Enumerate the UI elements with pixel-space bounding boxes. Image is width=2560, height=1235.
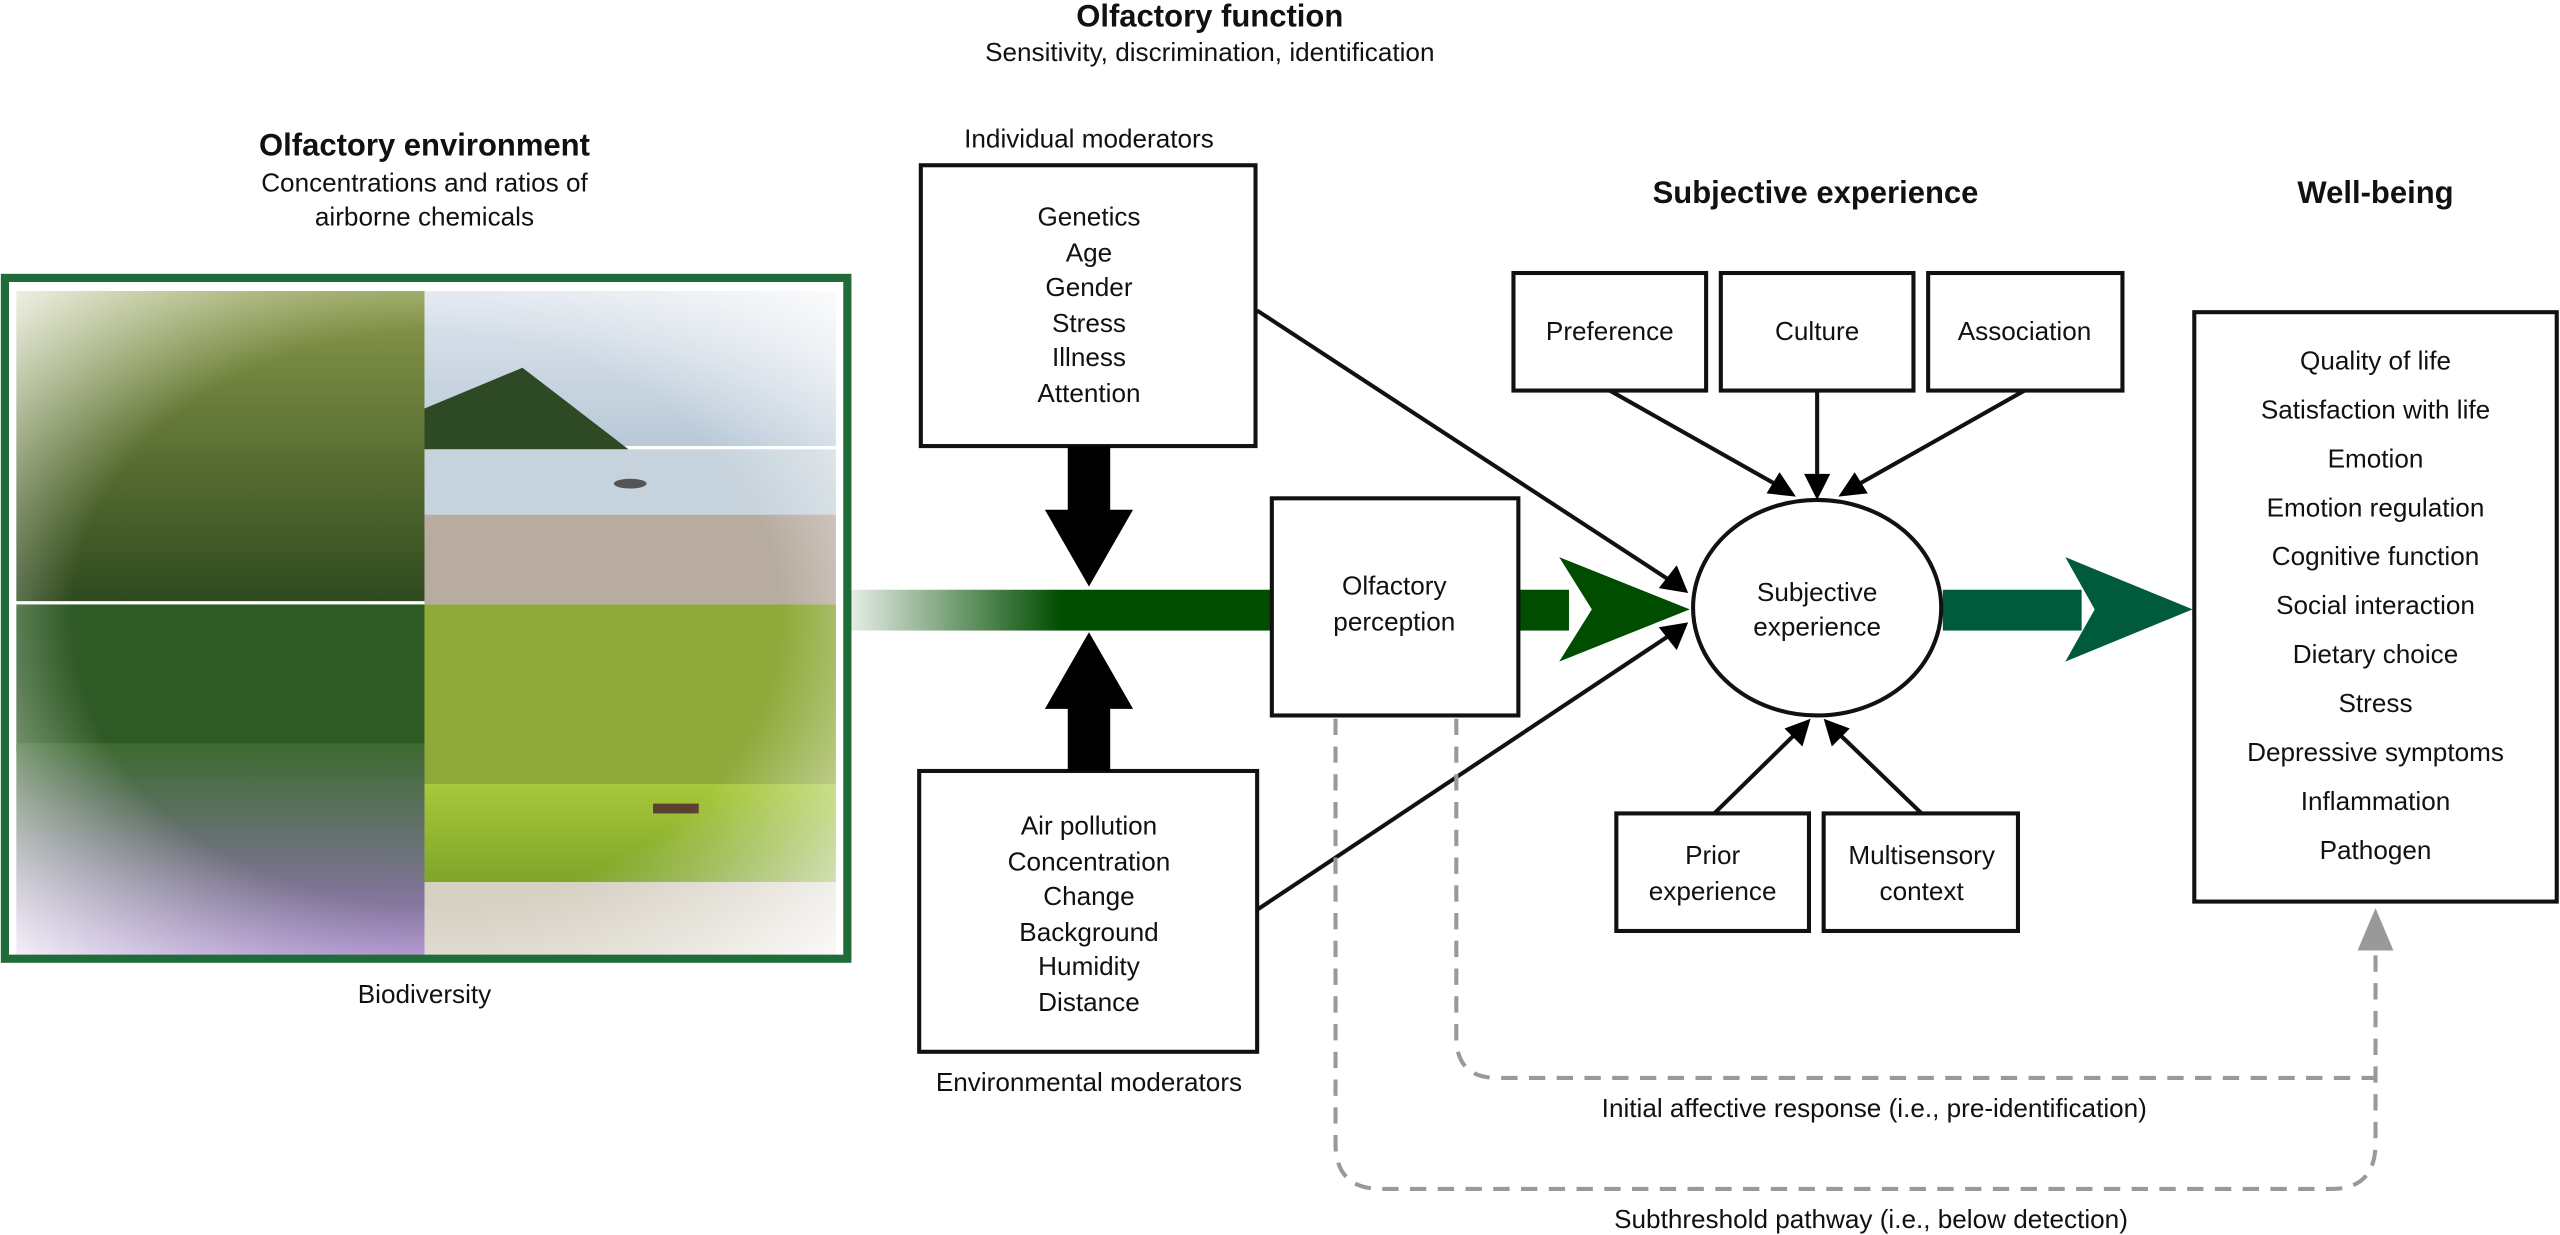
well-being-list: Quality of life Satisfaction with life E… <box>2247 345 2504 865</box>
culture-box <box>1718 270 1916 393</box>
perception-to-subjective-arrowhead <box>1559 557 1690 662</box>
environmental-moderator-item: Background <box>1019 917 1158 947</box>
pathway-arrowhead <box>2357 908 2394 951</box>
preference-arrow <box>1608 388 1788 492</box>
individual-moderators-list: Genetics Age Gender Stress Illness Atten… <box>1037 202 1140 408</box>
prior-experience-box <box>1614 811 1812 934</box>
preference-label: Preference <box>1546 316 1674 346</box>
well-being-item: Pathogen <box>2320 835 2432 865</box>
association-arrow <box>1847 388 2026 492</box>
olfactory-perception-label-1: Olfactory <box>1342 571 1446 601</box>
preference-box <box>1511 270 1709 393</box>
individual-moderator-item: Gender <box>1045 272 1132 302</box>
well-being-box <box>2192 310 2559 904</box>
olfactory-perception-label-2: perception <box>1333 607 1455 637</box>
well-being-item: Emotion <box>2328 443 2424 473</box>
environmental-moderator-item: Concentration <box>1008 847 1171 877</box>
multisensory-arrow <box>1832 727 1924 815</box>
subjective-experience-label-2: experience <box>1753 611 1881 641</box>
environmental-moderators-up-arrow <box>1044 632 1134 709</box>
well-being-item: Emotion regulation <box>2267 492 2485 522</box>
association-label: Association <box>1958 316 2092 346</box>
environmental-moderators-label: Environmental moderators <box>936 1067 1242 1097</box>
well-being-item: Cognitive function <box>2272 541 2480 571</box>
subjective-experience-label-1: Subjective <box>1757 577 1877 607</box>
well-being-item: Social interaction <box>2276 590 2475 620</box>
initial-affective-label: Initial affective response (i.e., pre-id… <box>1602 1093 2147 1123</box>
environmental-moderator-item: Humidity <box>1038 951 1140 981</box>
individual-moderators-down-arrow <box>1044 509 1134 587</box>
olfactory-environment-title: Olfactory environment <box>259 127 590 162</box>
environmental-to-subjective-arrow <box>1256 625 1683 912</box>
biodiversity-label: Biodiversity <box>358 979 492 1009</box>
individual-moderator-item: Stress <box>1052 308 1126 338</box>
environmental-moderator-item: Distance <box>1038 987 1140 1017</box>
subjective-experience-title: Subjective experience <box>1653 175 1979 210</box>
subthreshold-pathway <box>1333 718 2378 1191</box>
environment-subtitle-2: airborne chemicals <box>315 202 534 232</box>
olfactory-function-subtitle: Sensitivity, discrimination, identificat… <box>985 37 1434 67</box>
prior-experience-arrow <box>1712 727 1803 815</box>
subjective-to-wellbeing-arrow <box>1942 589 2082 631</box>
culture-label: Culture <box>1775 316 1859 346</box>
multisensory-context-label-1: Multisensory <box>1848 840 1995 870</box>
environmental-moderator-item: Change <box>1043 881 1134 911</box>
well-being-item: Inflammation <box>2301 786 2450 816</box>
environment-frame <box>0 273 852 963</box>
environmental-moderator-item: Air pollution <box>1021 811 1157 841</box>
individual-to-subjective-arrow <box>1256 308 1683 590</box>
well-being-item: Satisfaction with life <box>2261 394 2490 424</box>
prior-experience-label-2: experience <box>1649 876 1777 906</box>
prior-experience-label-1: Prior <box>1685 840 1740 870</box>
individual-moderator-item: Illness <box>1052 342 1126 372</box>
multisensory-context-box <box>1821 811 2020 934</box>
environmental-moderators-list: Air pollution Concentration Change Backg… <box>1008 811 1171 1017</box>
individual-moderators-label: Individual moderators <box>964 123 1214 153</box>
well-being-item: Stress <box>2339 688 2413 718</box>
well-being-item: Depressive symptoms <box>2247 737 2504 767</box>
subjective-experience-node <box>1691 497 1944 718</box>
association-box <box>1926 270 2125 393</box>
olfactory-perception-box <box>1269 496 1521 718</box>
olfactory-function-title: Olfactory function <box>1076 0 1343 33</box>
individual-moderator-item: Genetics <box>1037 202 1140 232</box>
well-being-item: Quality of life <box>2300 345 2451 375</box>
environmental-moderators-box <box>917 768 1260 1054</box>
individual-moderator-item: Attention <box>1037 378 1140 408</box>
subthreshold-label: Subthreshold pathway (i.e., below detect… <box>1614 1204 2128 1234</box>
main-flow-arrow <box>850 589 1272 631</box>
initial-affective-pathway <box>1454 718 2376 1080</box>
environment-photo-collage <box>0 273 852 963</box>
individual-moderators-box <box>918 163 1258 449</box>
wellbeing-arrowhead <box>2065 557 2193 662</box>
individual-moderator-item: Age <box>1066 238 1112 268</box>
well-being-item: Dietary choice <box>2293 639 2458 669</box>
multisensory-context-label-2: context <box>1880 876 1965 906</box>
well-being-title: Well-being <box>2297 175 2453 210</box>
environment-subtitle-1: Concentrations and ratios of <box>261 167 588 197</box>
